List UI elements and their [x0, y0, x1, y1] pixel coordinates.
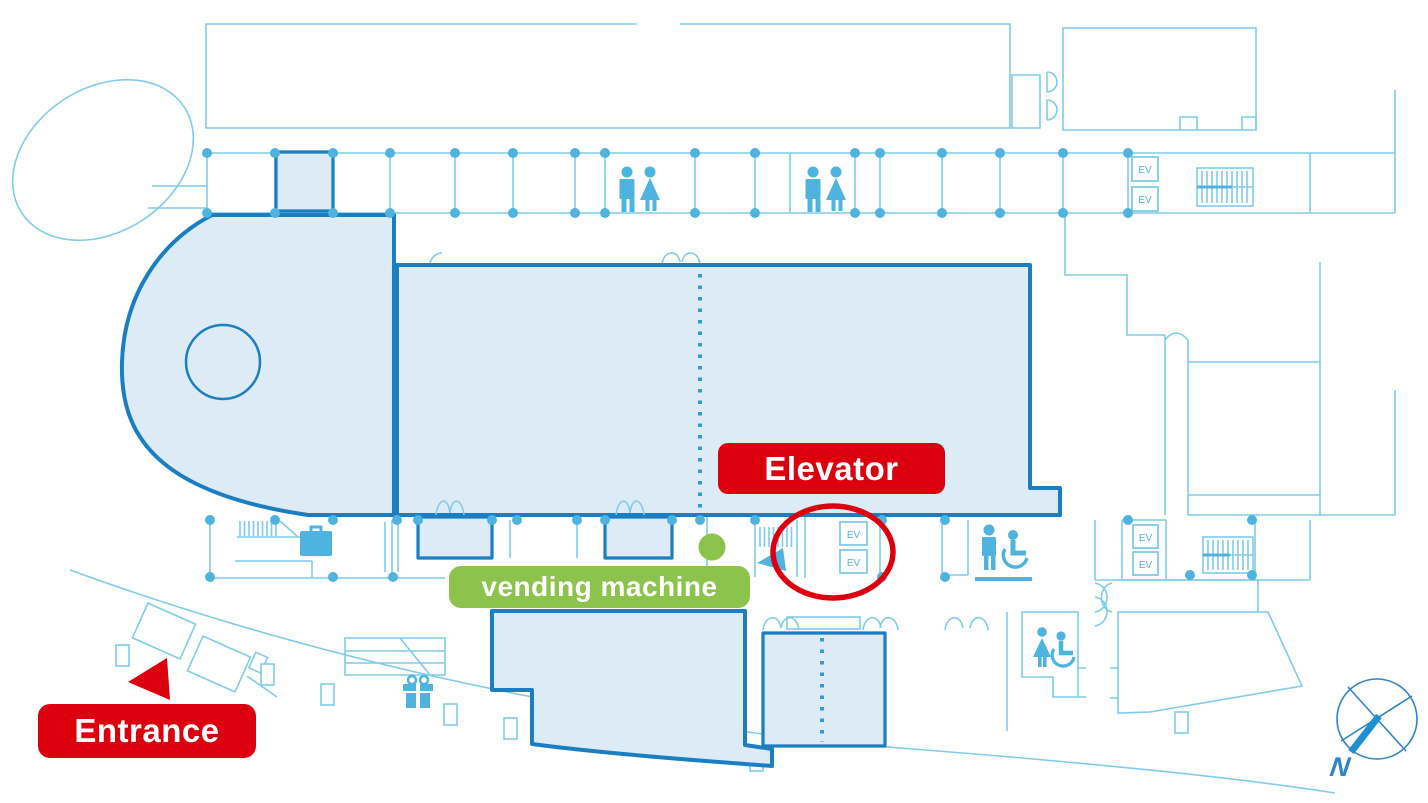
compass-north-label: N — [1328, 752, 1352, 782]
junction-dot — [937, 208, 947, 218]
junction-dot — [450, 148, 460, 158]
junction-dot — [392, 515, 402, 525]
lower-corridor — [209, 500, 1311, 627]
accessible-restroom-icon — [1033, 627, 1076, 668]
junction-dot — [750, 515, 760, 525]
south-hall — [490, 609, 774, 768]
junction-dot — [1123, 515, 1133, 525]
junction-dot — [995, 148, 1005, 158]
junction-dot — [385, 208, 395, 218]
junction-dot — [937, 148, 947, 158]
junction-dot — [940, 572, 950, 582]
junction-dot — [570, 148, 580, 158]
junction-dot — [1185, 570, 1195, 580]
accessible-restroom-icon — [975, 524, 1032, 581]
north-annex-room — [274, 150, 335, 213]
junction-dot — [600, 515, 610, 525]
entrance-arrow-icon — [128, 658, 170, 700]
junction-dot — [328, 208, 338, 218]
entrance-label: Entrance — [38, 704, 256, 758]
junction-dot — [450, 208, 460, 218]
elevator-ev-icon: EV EV — [1132, 524, 1159, 576]
junction-dot — [1123, 148, 1133, 158]
junction-dot — [388, 572, 398, 582]
stairs-icon — [239, 520, 298, 537]
junction-dot — [570, 208, 580, 218]
junction-dot — [205, 515, 215, 525]
icons: EV EV EV EV — [239, 156, 1254, 708]
junction-dot — [385, 148, 395, 158]
south-notch-room-2 — [603, 515, 674, 560]
vending-machine-dot-icon — [698, 533, 726, 561]
junction-dot — [508, 148, 518, 158]
junction-dot — [202, 148, 212, 158]
vending-machine-label: vending machine — [449, 566, 750, 608]
junction-dot — [205, 572, 215, 582]
south-notch-room-1 — [416, 515, 494, 560]
top-block — [205, 23, 1011, 129]
junction-dot — [1247, 515, 1257, 525]
elevator-label: Elevator — [718, 443, 945, 494]
junction-dot — [600, 148, 610, 158]
junction-dot — [270, 208, 280, 218]
junction-dots — [202, 148, 1257, 582]
restroom-men-women-icon — [805, 166, 846, 212]
main-hall-west-lobe — [119, 213, 396, 517]
gate-block — [344, 637, 446, 676]
junction-dot — [995, 208, 1005, 218]
junction-dot — [667, 515, 677, 525]
junction-dot — [328, 572, 338, 582]
junction-dot — [600, 208, 610, 218]
junction-dot — [1058, 148, 1068, 158]
coin-locker-icon — [300, 525, 332, 556]
compass-icon — [1336, 678, 1418, 760]
right-wing — [1064, 213, 1396, 516]
junction-dot — [202, 208, 212, 218]
svg-text:EV: EV — [1138, 165, 1152, 176]
junction-dot — [750, 208, 760, 218]
elevator-highlight-ellipse — [770, 503, 896, 601]
junction-dot — [1247, 570, 1257, 580]
junction-dot — [270, 148, 280, 158]
junction-dot — [750, 148, 760, 158]
elevator-ev-icon: EV EV — [839, 521, 868, 574]
main-hall — [119, 150, 1062, 768]
svg-text:EV: EV — [1139, 560, 1153, 571]
stairs-icon — [1196, 167, 1254, 207]
junction-dot — [1123, 208, 1133, 218]
junction-dot — [850, 208, 860, 218]
junction-dot — [512, 515, 522, 525]
junction-dot — [1058, 208, 1068, 218]
junction-dot — [875, 148, 885, 158]
gift-shop-icon — [403, 674, 433, 708]
junction-dot — [940, 515, 950, 525]
restroom-men-women-icon — [619, 166, 660, 212]
junction-dot — [413, 515, 423, 525]
junction-dot — [270, 515, 280, 525]
junction-dot — [487, 515, 497, 525]
svg-text:EV: EV — [1138, 195, 1152, 206]
svg-text:EV: EV — [847, 530, 861, 541]
bottom-right-rooms — [762, 579, 1304, 731]
junction-dot — [572, 515, 582, 525]
junction-dot — [690, 208, 700, 218]
junction-dot — [328, 515, 338, 525]
oval-driveway — [11, 78, 207, 242]
junction-dot — [875, 208, 885, 218]
top-right-block — [1062, 27, 1257, 131]
svg-text:EV: EV — [1139, 533, 1153, 544]
junction-dot — [328, 148, 338, 158]
elevator-ev-icon: EV EV — [1131, 156, 1159, 212]
junction-dot — [508, 208, 518, 218]
stairs-icon — [1202, 536, 1254, 574]
junction-dot — [690, 148, 700, 158]
junction-dot — [695, 515, 705, 525]
hall-circle-feature — [184, 323, 262, 401]
svg-text:EV: EV — [847, 558, 861, 569]
junction-dot — [850, 148, 860, 158]
